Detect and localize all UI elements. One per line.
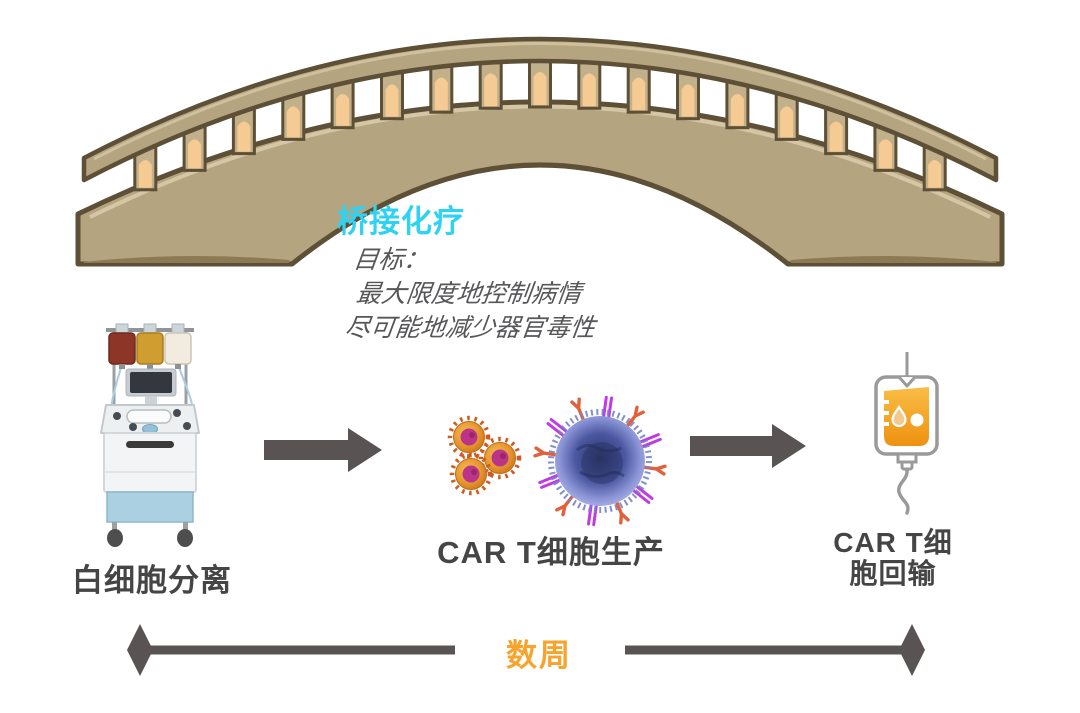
goal-line-2: 尽可能地减少器官毒性 [343,314,597,342]
leukapheresis-label: 白细胞分离 [72,563,232,598]
goal-line-1: 最大限度地控制病情 [354,280,583,308]
reinfusion-label: CAR T细 胞回输 [833,527,953,589]
apheresis-machine-icon [100,323,200,547]
bridging-chemo-title: 桥接化疗 [337,204,465,239]
arrow-right-icon [264,428,382,472]
reinfusion-label-line1: CAR T细 [833,527,953,558]
goal-heading: 目标： [351,246,431,274]
iv-bag-icon [874,352,939,515]
reinfusion-label-line2: 胞回输 [849,558,937,589]
production-label: CAR T细胞生产 [437,535,665,570]
goal-text-block: 目标： 最大限度地控制病情 尽可能地减少器官毒性 [343,243,606,345]
duration-label: 数周 [506,638,572,673]
arrow-right-icon [690,424,806,468]
bridge-icon [75,36,1005,267]
lentivirus-icon [447,415,522,496]
timeline-double-arrow-icon [127,624,925,676]
car-t-cell-icon [533,395,667,527]
